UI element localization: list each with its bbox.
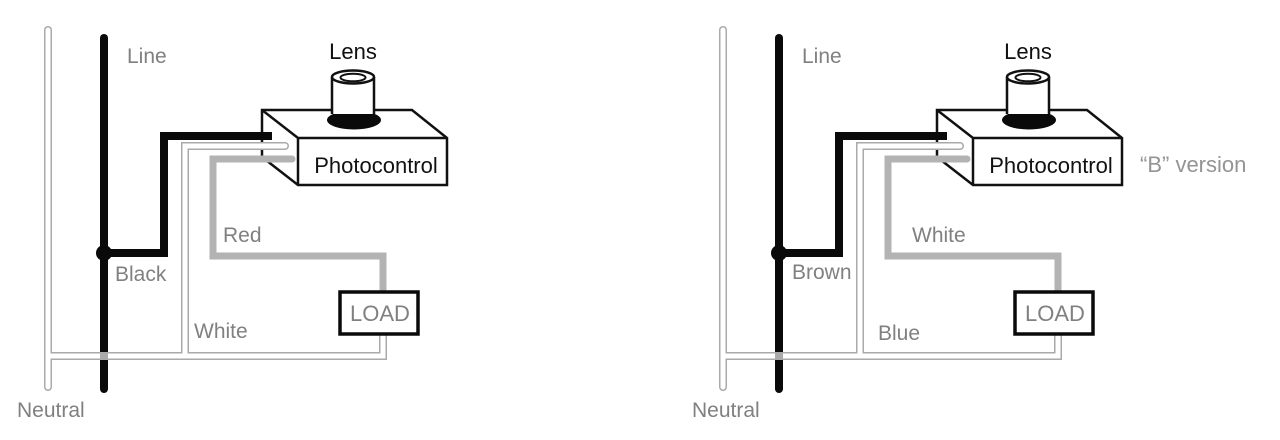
load-wire-label: Red [223, 224, 262, 247]
neutral-label: Neutral [17, 399, 85, 422]
lens-aperture [339, 72, 367, 83]
line-label: Line [127, 45, 167, 68]
lens-body [332, 77, 374, 114]
hot-wire-label: Brown [792, 261, 852, 284]
line-label: Line [802, 45, 842, 68]
junction-dot [771, 245, 787, 261]
lens-sides [1005, 77, 1051, 114]
load-label: LOAD [1025, 301, 1085, 326]
photocontrol-hot-wire [779, 132, 947, 257]
lens-icon [327, 69, 381, 130]
lens-body [1007, 77, 1049, 114]
photocontrol-label: Photocontrol [314, 153, 438, 178]
lens-label: Lens [329, 39, 377, 64]
junction-dot [96, 245, 112, 261]
lens-label: Lens [1004, 39, 1052, 64]
b-version-label: “B” version [1140, 152, 1246, 177]
photocontrol-box-edges [936, 109, 1122, 185]
load-box [338, 290, 420, 336]
lens-aperture [1014, 72, 1042, 83]
hot-wire-label: Black [115, 263, 167, 286]
diagram-b-version: Line Lens Photocontrol “B” version Brown… [692, 26, 1246, 422]
neutral-wire-label: Blue [878, 322, 920, 345]
neutral-label: Neutral [692, 399, 760, 422]
neutral-run-fill-right [108, 330, 386, 359]
neutral-run-fill-right [783, 330, 1061, 359]
load-box [1013, 290, 1095, 336]
diagram-standard: Line Lens Photocontrol Black Red White L… [17, 26, 449, 422]
photocontrol-box-edges [261, 109, 447, 185]
photocontrol-load-wire [209, 155, 387, 298]
photocontrol-load-wire [884, 155, 1062, 298]
lens-base [1002, 110, 1056, 130]
neutral-wire-label: White [194, 320, 248, 343]
photocontrol-device [260, 69, 449, 187]
lens-sides [330, 77, 376, 114]
lens-icon [1002, 69, 1056, 130]
photocontrol-hot-wire [104, 132, 272, 257]
lens-base [327, 110, 381, 130]
load-wire-label: White [912, 224, 966, 247]
photocontrol-neutral-wire-fill [182, 143, 288, 359]
photocontrol-device [935, 69, 1124, 187]
photocontrol-label: Photocontrol [989, 153, 1113, 178]
load-label: LOAD [350, 301, 410, 326]
photocontrol-neutral-wire-fill [857, 143, 963, 359]
